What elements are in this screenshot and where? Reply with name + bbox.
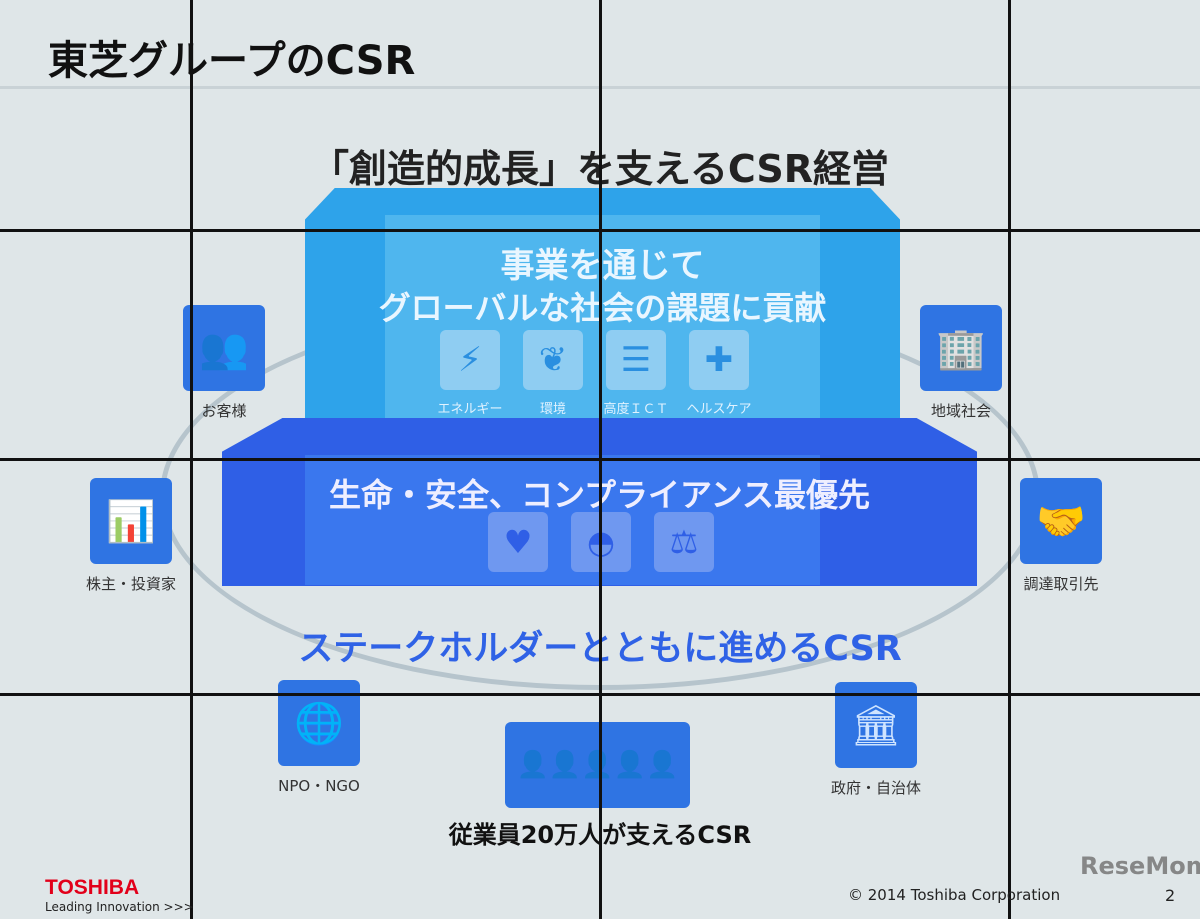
page-number: 2 xyxy=(1165,886,1176,905)
screen-bezel xyxy=(0,693,1200,696)
toshiba-logo: TOSHIBA xyxy=(45,876,140,899)
government-building-icon: 🏛 xyxy=(835,682,917,768)
stakeholder-label: 調達取引先 xyxy=(1023,575,1099,593)
screen-bezel xyxy=(0,229,1200,232)
leaf-icon: ❦ xyxy=(523,330,583,390)
lower-block-face xyxy=(305,455,820,585)
tagline: Leading Innovation >>> xyxy=(45,900,194,914)
stakeholder-label: お客様 xyxy=(201,402,247,420)
upper-item-label: ヘルスケア xyxy=(686,402,752,417)
scales-icon: ⚖ xyxy=(654,512,714,572)
heart-hands-icon: ♥ xyxy=(488,512,548,572)
watermark: ReseMom xyxy=(1080,852,1200,880)
upper-item-label: 環境 xyxy=(539,402,566,417)
upper-line1: 事業を通じて xyxy=(500,246,705,286)
upper-item-label: エネルギー xyxy=(437,402,503,417)
handshake-icon: 🤝 xyxy=(1020,478,1102,564)
copyright: © 2014 Toshiba Corporation xyxy=(848,886,1061,904)
screen-bezel xyxy=(0,458,1200,461)
stakeholder-label: 株主・投資家 xyxy=(85,575,176,593)
stakeholder-label: NPO・NGO xyxy=(278,777,360,795)
database-icon: ☰ xyxy=(606,330,666,390)
wind-turbine-icon: ⚡ xyxy=(440,330,500,390)
medical-scanner-icon: ✚ xyxy=(689,330,749,390)
community-icon: 🏢 xyxy=(920,305,1002,391)
slide-title: 東芝グループのCSR xyxy=(48,38,416,84)
stakeholder-label: 地域社会 xyxy=(930,402,991,420)
investor-icon: 📊 xyxy=(90,478,172,564)
employees-icon: 👤👤👤👤👤 xyxy=(505,722,690,808)
upper-item-label: 高度ＩＣＴ xyxy=(603,402,669,417)
customers-icon: 👥 xyxy=(183,305,265,391)
stakeholder-label: 政府・自治体 xyxy=(830,779,921,797)
upper-line2: グローバルな社会の課題に貢献 xyxy=(378,289,827,327)
